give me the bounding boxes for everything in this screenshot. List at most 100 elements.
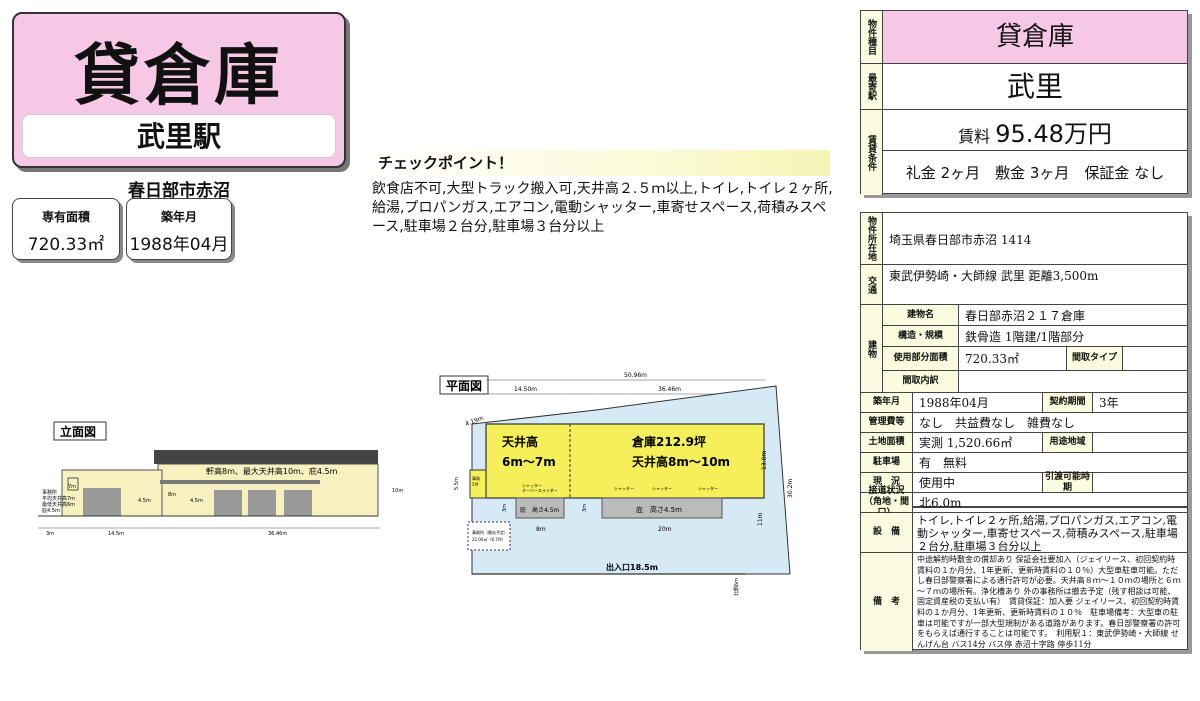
mgmt-value: なし 共益費なし 雑費なし <box>919 416 1076 430</box>
elevation-label: 立面図 <box>60 424 96 439</box>
remarks-label: 備 考 <box>861 553 913 651</box>
dim-36-46: 36.46m <box>658 386 681 393</box>
layout-value <box>1123 347 1187 370</box>
avg-ceiling-note: 平均天井高7m <box>42 495 75 502</box>
roof-main <box>154 450 378 464</box>
contract-label: 契約期間 <box>1043 393 1093 412</box>
traffic-row: 交通 東武伊勢崎・大師線 武里 距離3,500m <box>861 265 1187 305</box>
area-value: 720.33㎡ <box>959 347 1067 370</box>
station-row-label: 最寄駅 <box>861 64 883 109</box>
shutter-label-1: シャッター <box>522 482 542 488</box>
land-label: 土地面積 <box>861 433 913 452</box>
name-row: 建物名 春日部赤沼２１７倉庫 <box>883 305 1187 326</box>
structure-value: 鉄骨造 1階建/1階部分 <box>965 329 1085 344</box>
title-card: 貸倉庫 武里駅 <box>12 12 346 168</box>
dim-3m-b: 3m <box>582 504 588 512</box>
shutter-1 <box>83 488 121 516</box>
building-label: 建物 <box>861 305 883 393</box>
left-zone-title: 天井高 <box>502 434 538 449</box>
road-label: 接道状況（角地・間口） <box>861 486 913 518</box>
shutter-note: オーバースライダー <box>522 487 558 493</box>
status-value: 使用中 <box>913 473 1043 492</box>
right-zone-value: 天井高8m～10m <box>632 454 730 469</box>
shutter-label-3: シャッター <box>652 485 672 491</box>
name-label: 建物名 <box>883 305 959 325</box>
built-row: 築年月 1988年04月 契約期間 3年 <box>861 393 1187 413</box>
eave-b <box>601 497 723 519</box>
details-panel: 物件所在地 埼玉県春日部市赤沼 1414 交通 東武伊勢崎・大師線 武里 距離3… <box>860 212 1188 651</box>
rent-label: 賃料 <box>958 127 991 146</box>
office-size: 5坪 <box>472 481 479 487</box>
left-zone-value: 6m～7m <box>502 455 556 469</box>
parking-row: 駐車場 有 無料 <box>861 453 1187 473</box>
elevation-label-box <box>53 421 107 441</box>
rooms-row: 間取内訳 <box>883 371 1187 393</box>
annex-height: 7m <box>68 484 76 490</box>
dim-4-5m-b: 4.5m <box>190 498 203 504</box>
road-label: 北側6m <box>733 578 740 596</box>
road-row: 接道状況（角地・間口） 北6.0m <box>861 486 1187 518</box>
elevation-drawing: 立面図 軒高8m、最大天井高10m、庇4.5m 7m 事務所 平均天井高7m 最… <box>38 421 403 537</box>
parking-label: 駐車場 <box>861 453 913 472</box>
dim-36-46m: 36.46m <box>268 531 287 537</box>
office-note: 事務所 <box>42 489 57 496</box>
eave-note: 庇4.5m <box>42 507 60 514</box>
annex-door <box>67 477 79 491</box>
terms-row: 賃貸条件 賃料 95.48万円 礼金 2ヶ月 敷金 3ヶ月 保証金 なし <box>861 110 1187 195</box>
shutter-label-4: シャッター <box>698 485 718 491</box>
shutter-4 <box>284 490 312 516</box>
equip-label: 設 備 <box>861 513 913 552</box>
dim-14-5m: 14.5m <box>108 531 124 537</box>
dim-10m: 10m <box>392 488 403 494</box>
status-label: 現 況 <box>861 473 913 492</box>
handover-value <box>1093 473 1187 492</box>
eave-line <box>160 480 320 484</box>
equip-value: トイレ,トイレ２ヶ所,給湯,プロパンガス,エアコン,電動シャッター,車寄せスペー… <box>917 514 1178 552</box>
eave-a-label: 庇 高さ4.5m <box>520 506 560 514</box>
outbuilding-label: 事務所（撤去予定） <box>472 529 508 535</box>
type-row: 物件種目 貸倉庫 <box>861 11 1187 64</box>
terms-row-label: 賃貸条件 <box>861 110 883 195</box>
eave-a <box>515 497 565 519</box>
deposit-line: 礼金 2ヶ月 敷金 3ヶ月 保証金 なし <box>883 150 1187 195</box>
plan-drawing: 平面図 50.96m 14.50m 36.46m 4.19m 天井高 6m～7m… <box>439 372 794 596</box>
rent-value: 95.48万円 <box>995 120 1112 148</box>
eave-b-label: 庇 高さ4.5m <box>636 505 682 514</box>
location-value: 埼玉県春日部市赤沼 1414 <box>889 233 1032 247</box>
eaves-text: 軒高8m、最大天井高10m、庇4.5m <box>206 466 338 476</box>
zoning-value <box>1093 433 1187 452</box>
rooms-label: 間取内訳 <box>883 371 959 392</box>
area-card: 専有面積 720.33㎡ <box>12 198 120 260</box>
checkpoint-body: 飲食店不可,大型トラック搬入可,天井高２.５ｍ以上,トイレ,トイレ２ヶ所,給湯,… <box>372 181 833 235</box>
area-card-label: 専有面積 <box>41 210 90 224</box>
entrance-label: 出入口18.5m <box>606 562 658 572</box>
built-card: 築年月 1988年04月 <box>126 198 232 260</box>
traffic-label: 交通 <box>861 265 883 304</box>
type-row-value: 貸倉庫 <box>995 22 1074 52</box>
shutter-label-2: シャッター <box>614 485 634 491</box>
location-label: 物件所在地 <box>861 213 883 264</box>
parking-value: 有 無料 <box>919 456 968 470</box>
structure-row: 構造・規模 鉄骨造 1階建/1階部分 <box>883 326 1187 347</box>
status-row: 現 況 使用中 引渡可能時期 <box>861 472 1187 493</box>
zoning-label: 用途地域 <box>1043 433 1093 452</box>
dim-50-96: 50.96m <box>624 372 647 379</box>
property-type-title: 貸倉庫 <box>74 36 284 114</box>
built-card-label: 築年月 <box>160 210 197 224</box>
area-row: 使用部分面積 720.33㎡ 間取タイプ <box>883 347 1187 371</box>
dim-13-8: 13.8m <box>761 451 768 470</box>
layout-label: 間取タイプ <box>1067 347 1123 370</box>
built-card-value: 1988年04月 <box>129 235 229 255</box>
built-label: 築年月 <box>861 393 913 412</box>
dim-11m: 11m <box>757 512 764 526</box>
shutter-2 <box>214 490 242 516</box>
station-row-value: 武里 <box>1006 70 1063 103</box>
area-label: 使用部分面積 <box>883 347 959 370</box>
traffic-value: 東武伊勢崎・大師線 武里 距離3,500m <box>889 268 1099 283</box>
contract-value: 3年 <box>1099 396 1119 410</box>
right-zone-title: 倉庫212.9坪 <box>631 434 706 449</box>
dim-14-50: 14.50m <box>514 386 537 393</box>
dim-8m: 8m <box>168 492 176 498</box>
name-value: 春日部赤沼２１７倉庫 <box>965 308 1086 323</box>
address-heading: 春日部市赤沼 <box>128 181 230 201</box>
